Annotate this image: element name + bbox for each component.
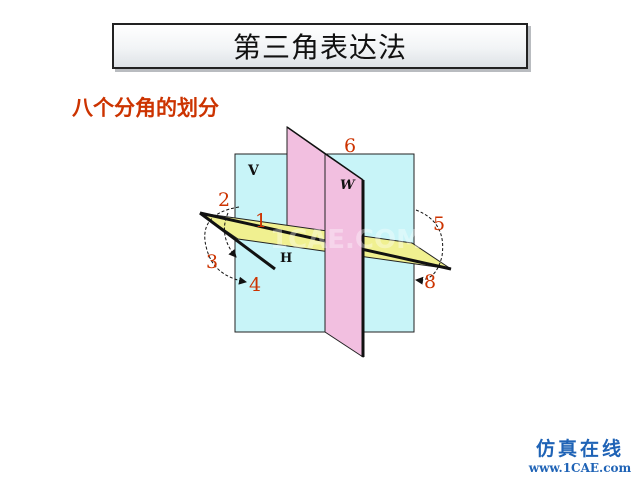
octant-number-2: 2 bbox=[218, 189, 230, 211]
watermark-top-text: 仿真在线 bbox=[535, 438, 624, 460]
faint-watermark: 1CAE.COM bbox=[270, 225, 422, 255]
v-plane-label: V bbox=[247, 163, 260, 179]
octant-number-4: 4 bbox=[249, 274, 261, 296]
watermark-logo: 仿真在线 www.1CAE.com bbox=[528, 438, 632, 476]
w-plane-edge-top bbox=[286, 126, 364, 181]
title-box: 第三角表达法 bbox=[112, 23, 528, 69]
rotation-arc-left-inner bbox=[223, 212, 237, 258]
octant-number-5: 5 bbox=[433, 213, 445, 235]
watermark-url: www.1CAE.com bbox=[528, 461, 632, 475]
octant-number-8: 8 bbox=[424, 271, 436, 293]
octant-number-6: 6 bbox=[344, 135, 356, 157]
h-plane-profile-edge bbox=[199, 211, 276, 271]
octant-number-3: 3 bbox=[206, 251, 218, 273]
w-plane-label: W bbox=[340, 178, 356, 193]
octant-number-1: 1 bbox=[255, 210, 267, 232]
subtitle: 八个分角的划分 bbox=[72, 96, 219, 120]
h-plane-label: H bbox=[280, 251, 292, 266]
rotation-arc-left-outer bbox=[204, 206, 247, 285]
rotation-arc-right bbox=[415, 209, 444, 285]
page-title: 第三角表达法 bbox=[232, 31, 407, 64]
